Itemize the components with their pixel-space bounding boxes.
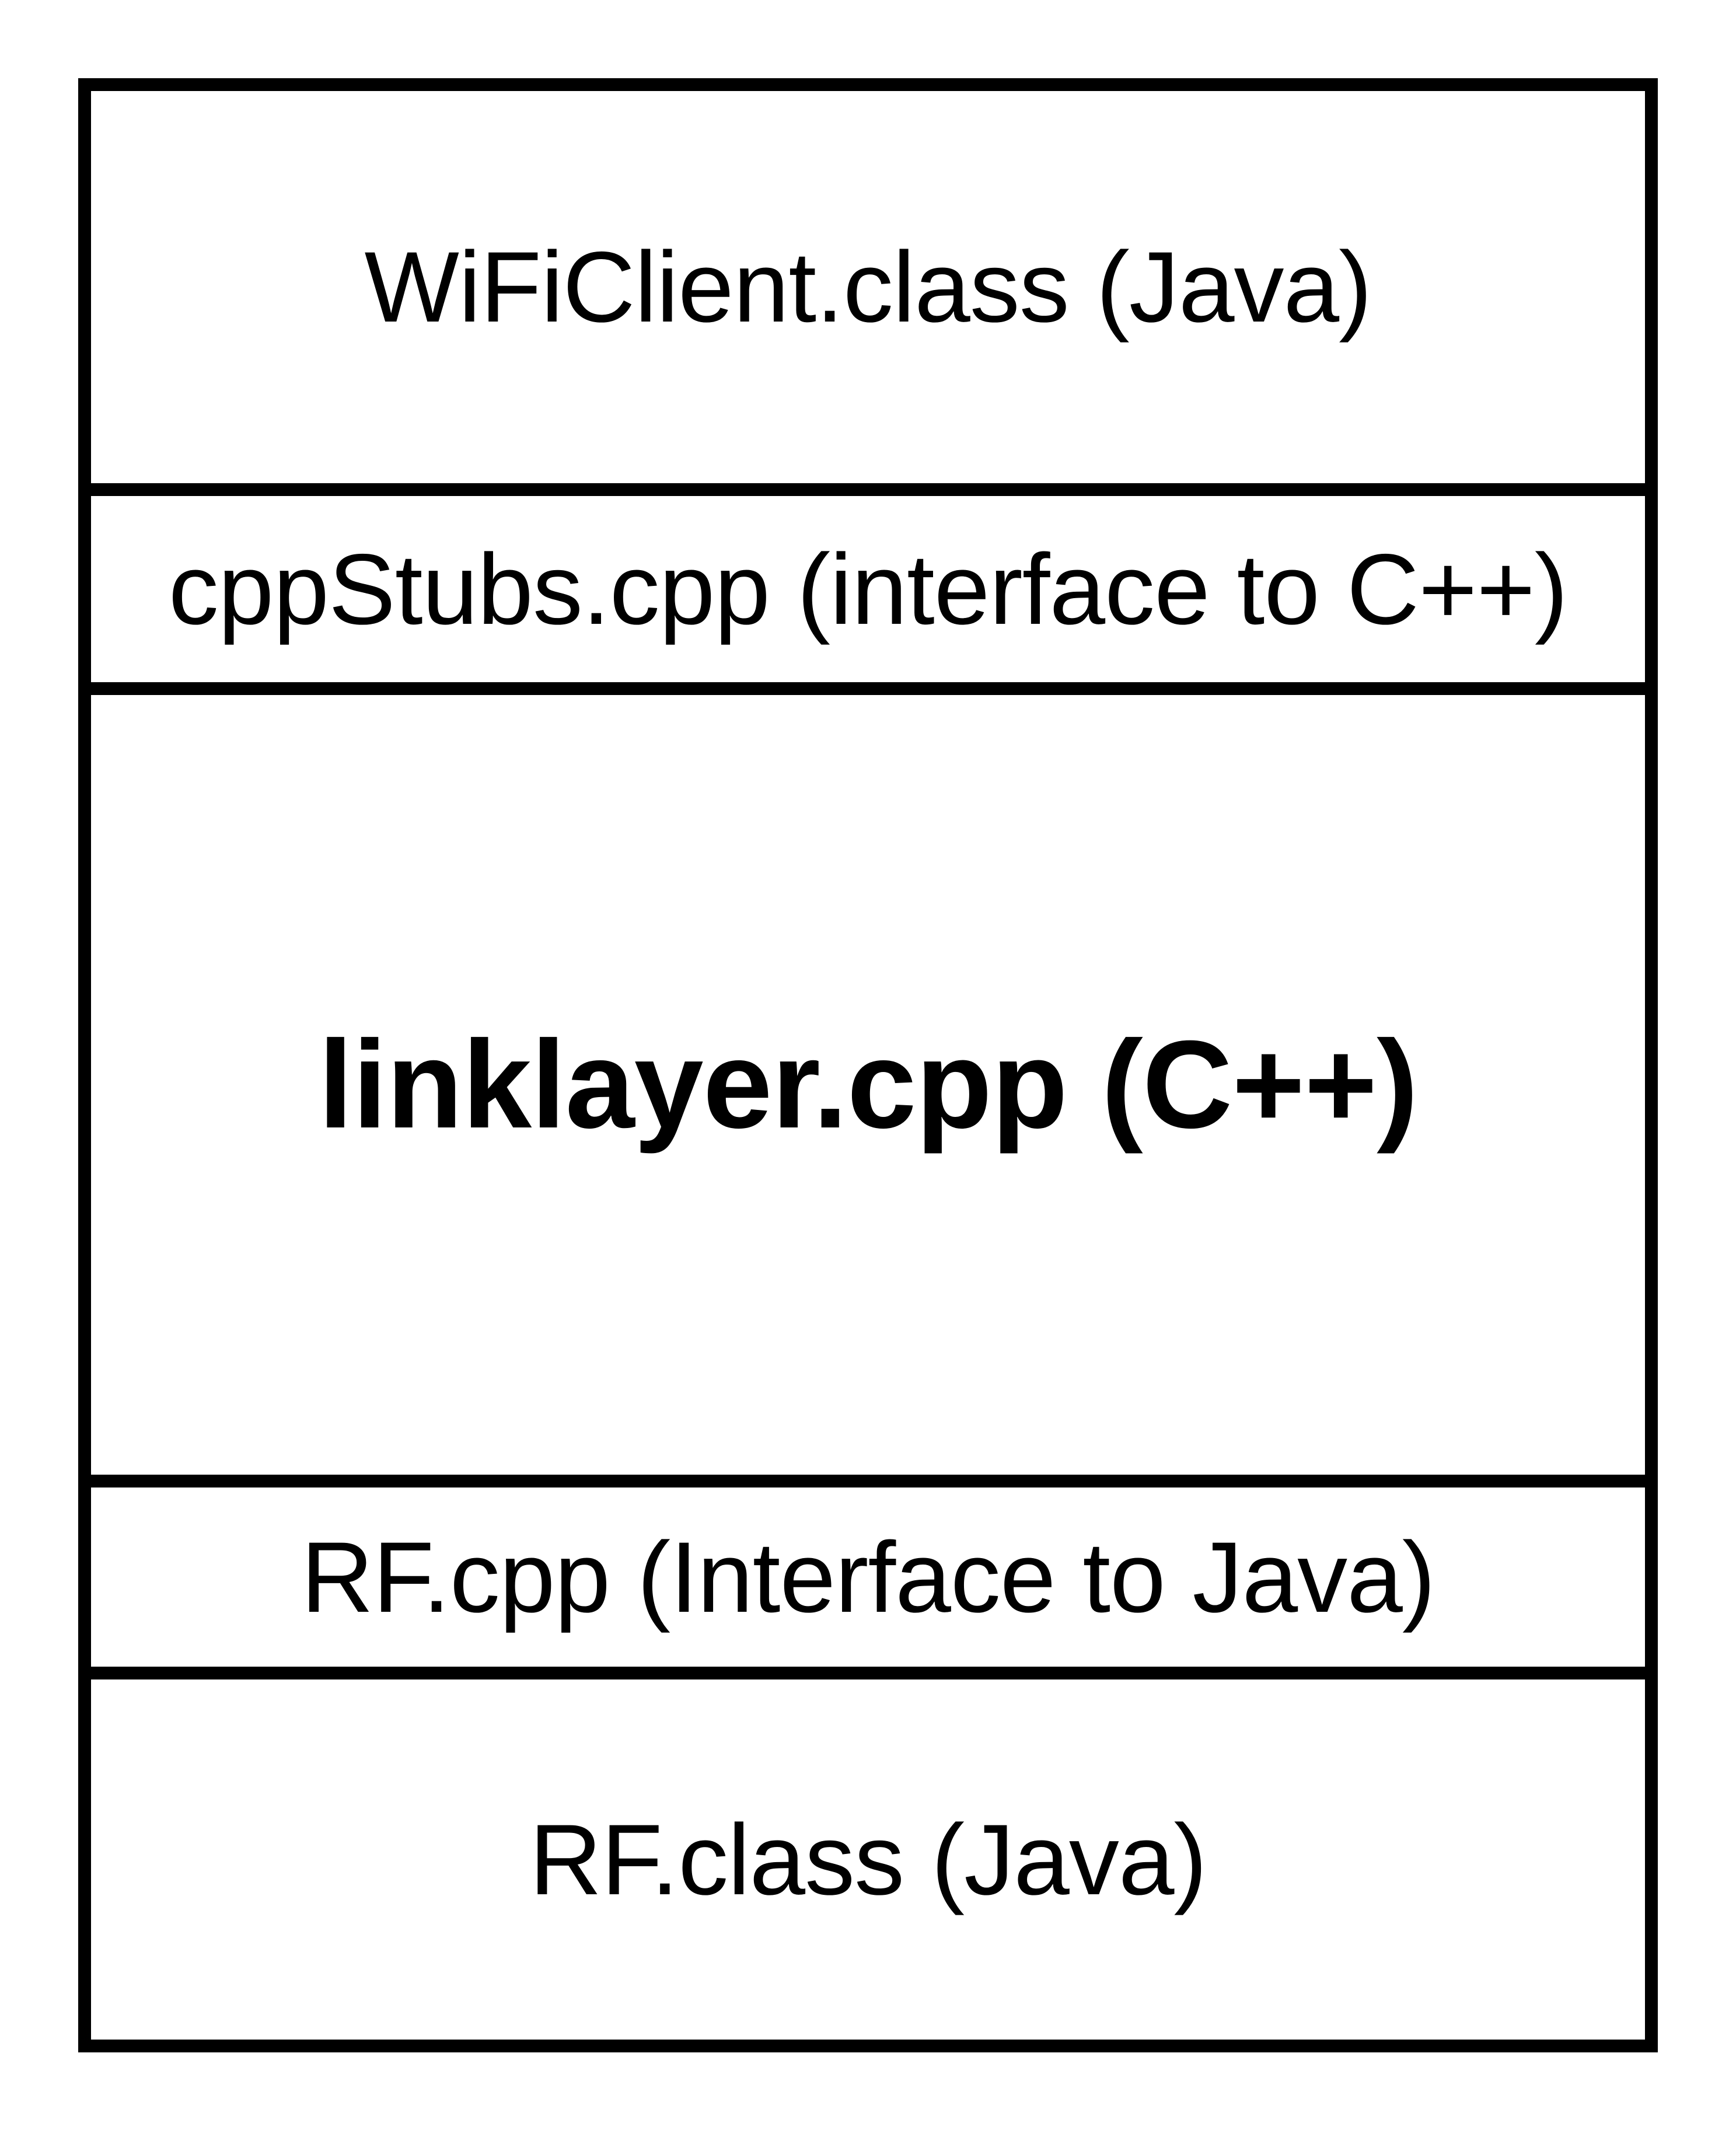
layer-label: linklayer.cpp (C++) [318,1015,1418,1154]
layer-stack-diagram: WiFiClient.class (Java) cppStubs.cpp (in… [78,78,1658,2052]
layer-linklayer-cpp: linklayer.cpp (C++) [91,682,1645,1475]
layer-label: RF.class (Java) [529,1803,1207,1916]
layer-label: WiFiClient.class (Java) [364,231,1372,343]
layer-rf-class: RF.class (Java) [91,1667,1645,2040]
layer-label: cppStubs.cpp (interface to C++) [168,533,1568,645]
layer-label: RF.cpp (Interface to Java) [301,1521,1435,1633]
layer-cppstubs-cpp: cppStubs.cpp (interface to C++) [91,483,1645,682]
layer-rf-cpp: RF.cpp (Interface to Java) [91,1475,1645,1667]
layer-wificlient-class: WiFiClient.class (Java) [91,91,1645,483]
